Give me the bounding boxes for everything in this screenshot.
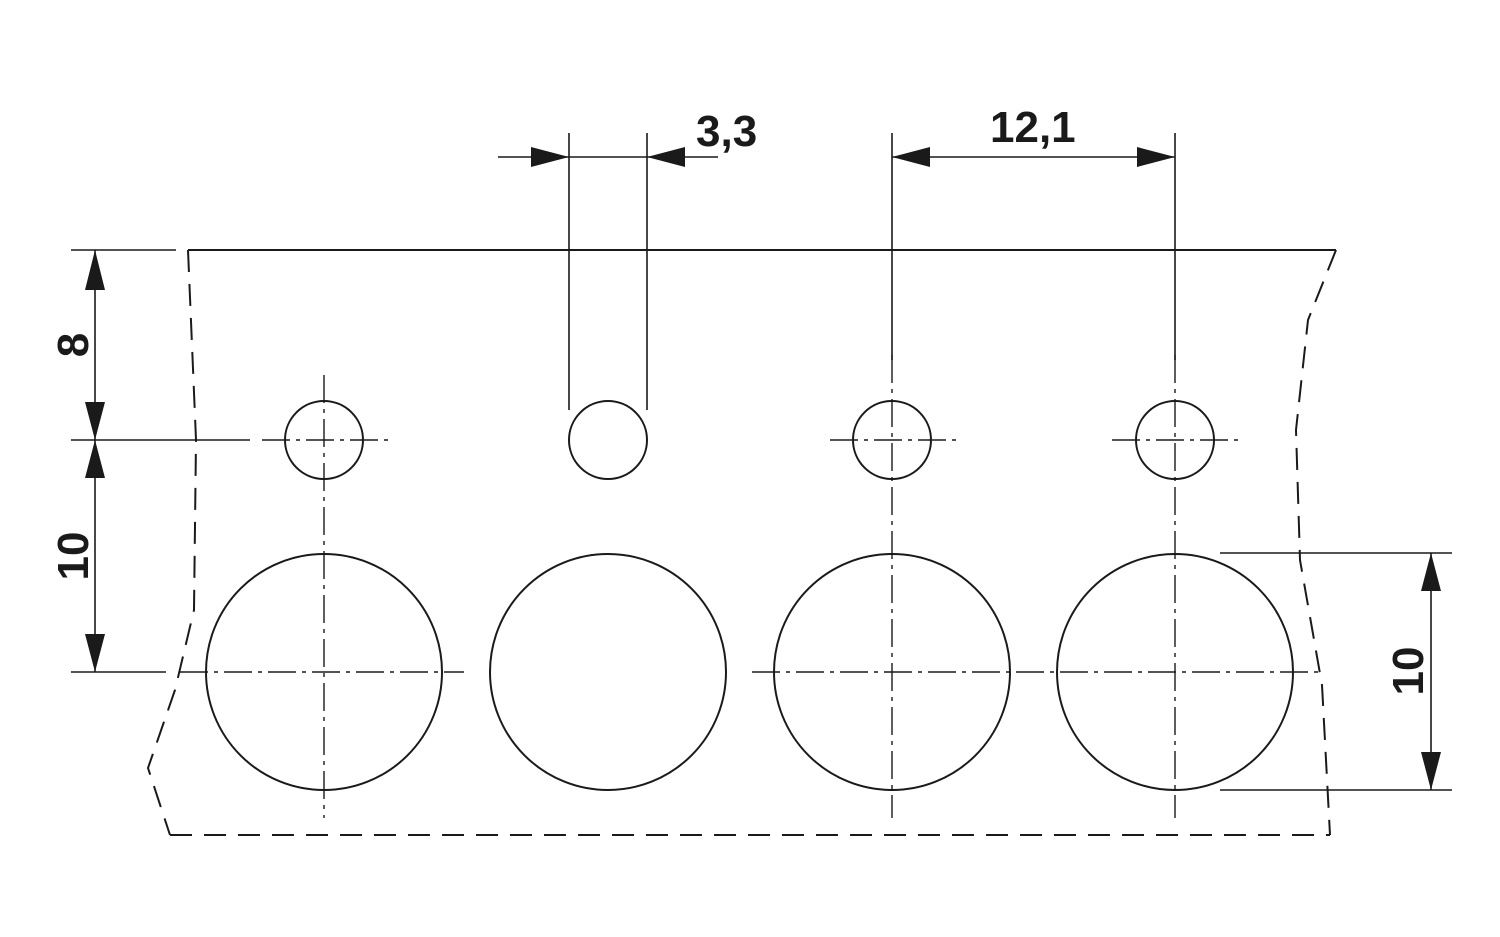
center-lines bbox=[180, 355, 1318, 818]
large-hole-2 bbox=[489, 553, 727, 791]
dimension-right-vertical: 10 bbox=[1220, 552, 1452, 791]
small-hole-row bbox=[284, 400, 1215, 480]
dimension-pitch: 12,1 bbox=[891, 103, 1176, 360]
label-3-3: 3,3 bbox=[696, 107, 757, 156]
label-8: 8 bbox=[49, 333, 98, 357]
arrowhead-left-pointing bbox=[892, 147, 930, 167]
arrowhead-down-pointing bbox=[85, 402, 105, 440]
arrowhead-down-pointing bbox=[1421, 752, 1441, 790]
dimension-left-vertical: 8 10 bbox=[49, 249, 250, 673]
arrowhead-right-pointing bbox=[1137, 147, 1175, 167]
arrowhead-up-pointing bbox=[1421, 553, 1441, 591]
board-left-break-edge bbox=[146, 249, 198, 836]
small-hole-2 bbox=[568, 400, 648, 480]
board-outline bbox=[146, 249, 1337, 836]
board-right-break-edge bbox=[1294, 249, 1337, 836]
label-12-1: 12,1 bbox=[990, 103, 1076, 152]
arrowhead-right-pointing bbox=[531, 147, 569, 167]
arrowhead-left-pointing bbox=[647, 147, 685, 167]
arrowhead-up-pointing bbox=[85, 440, 105, 478]
dimension-small-hole-diameter: 3,3 bbox=[498, 107, 757, 410]
arrowhead-down-pointing bbox=[85, 634, 105, 672]
arrowhead-up-pointing bbox=[85, 250, 105, 290]
label-10-left: 10 bbox=[49, 532, 98, 581]
label-10-right: 10 bbox=[1384, 647, 1433, 696]
